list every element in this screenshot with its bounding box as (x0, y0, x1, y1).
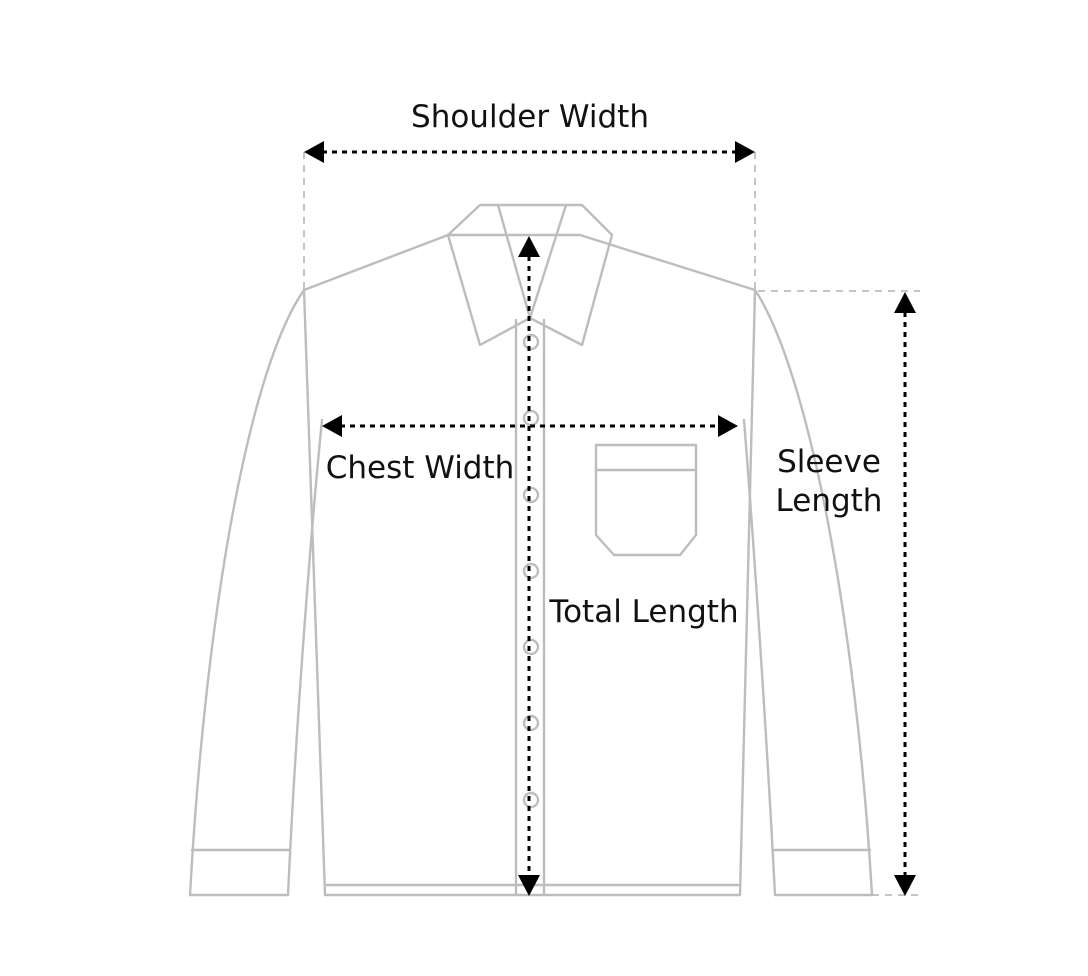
left-sleeve (188, 288, 324, 897)
chest-width-left-arrow-icon (322, 415, 342, 437)
shirt-button (522, 333, 540, 351)
sleeve-length-bottom-arrow-icon (894, 875, 916, 896)
shirt-outline (188, 203, 874, 897)
total-length-label: Total Length (548, 594, 738, 630)
shirt-button (522, 562, 540, 580)
chest-width-label: Chest Width (326, 450, 515, 486)
total-length-bottom-arrow-icon (518, 875, 540, 896)
chest-pocket (594, 443, 698, 557)
shoulder-width-label: Shoulder Width (411, 99, 649, 135)
shirt-button (522, 638, 540, 656)
shirt-button (522, 486, 540, 504)
guide-lines (303, 152, 920, 896)
shirt-buttons (522, 333, 540, 809)
shirt-button (522, 409, 540, 427)
sleeve-length-label-line2: Length (776, 483, 883, 519)
total-length-top-arrow-icon (518, 236, 540, 257)
collar-band (446, 203, 614, 237)
shirt-button (522, 714, 540, 732)
right-sleeve (742, 288, 874, 897)
collar-right (528, 203, 614, 347)
chest-width-right-arrow-icon (718, 415, 738, 437)
sleeve-length-top-arrow-icon (894, 292, 916, 313)
shoulder-width-right-arrow-icon (735, 141, 755, 163)
sleeve-length-measure (894, 292, 916, 896)
shoulder-width-measure (304, 141, 755, 163)
sleeve-length-label-line1: Sleeve (777, 444, 881, 480)
shirt-button (522, 791, 540, 809)
collar-left (446, 203, 532, 347)
total-length-measure (518, 236, 540, 896)
shoulder-width-left-arrow-icon (304, 141, 324, 163)
